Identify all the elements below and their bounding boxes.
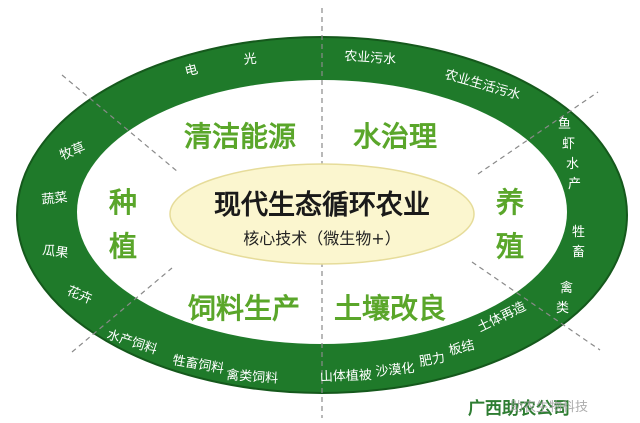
ring-label-melons: 瓜果 [41,243,69,261]
ring-label-fertility: 肥力 [418,351,446,370]
divider-upper-right [477,91,599,175]
side-breeding-char-1: 养 [496,186,524,219]
ring-label-aquatic-3: 水 [566,157,579,172]
ring-label-desertification: 沙漠化 [375,361,415,380]
sector-feed-production: 饲料生产 [187,292,300,325]
ring-label-livestock-2: 畜 [572,244,585,260]
ring-label-aquatic-1: 鱼 [558,116,571,132]
core-title: 现代生态循环农业 [214,190,430,221]
divider-lower-left [71,267,173,353]
side-planting-char-1: 种 [109,186,137,219]
watermark: 助农生物科技 [510,400,589,415]
sector-clean-energy: 清洁能源 [184,120,296,153]
side-breeding-char-2: 殖 [496,230,524,263]
ring-label-agri-sewage: 农业污水 [344,49,397,68]
divider-upper-left [61,74,179,173]
ring-label-poultry-1: 禽 [560,280,573,296]
core-subtitle: 核心技术（微生物+） [243,229,400,248]
divider-lines [61,8,601,418]
ring-label-light: 光 [243,52,258,68]
ring-label-electric: 电 [183,62,199,80]
ring-label-vegetation: 山体植被 [320,368,373,385]
ring-label-poultry-2: 类 [556,301,569,316]
ring-label-aquatic-2: 虾 [562,137,575,152]
divider-lower-right [471,261,601,351]
ring-label-aquatic-4: 产 [568,177,581,192]
ring-label-livestock-1: 牲 [572,225,585,240]
sector-water-treatment: 水治理 [353,120,437,153]
ring-label-hardening: 板结 [447,338,476,359]
brand-name: 广西助农公司 [468,399,570,419]
core-ellipse [169,163,475,265]
sector-soil-improvement: 土壤改良 [334,292,446,325]
ring-label-poultry-feed: 禽类饲料 [226,367,279,387]
side-planting-char-2: 植 [109,230,137,263]
ring-label-vegetables: 蔬菜 [41,190,68,208]
